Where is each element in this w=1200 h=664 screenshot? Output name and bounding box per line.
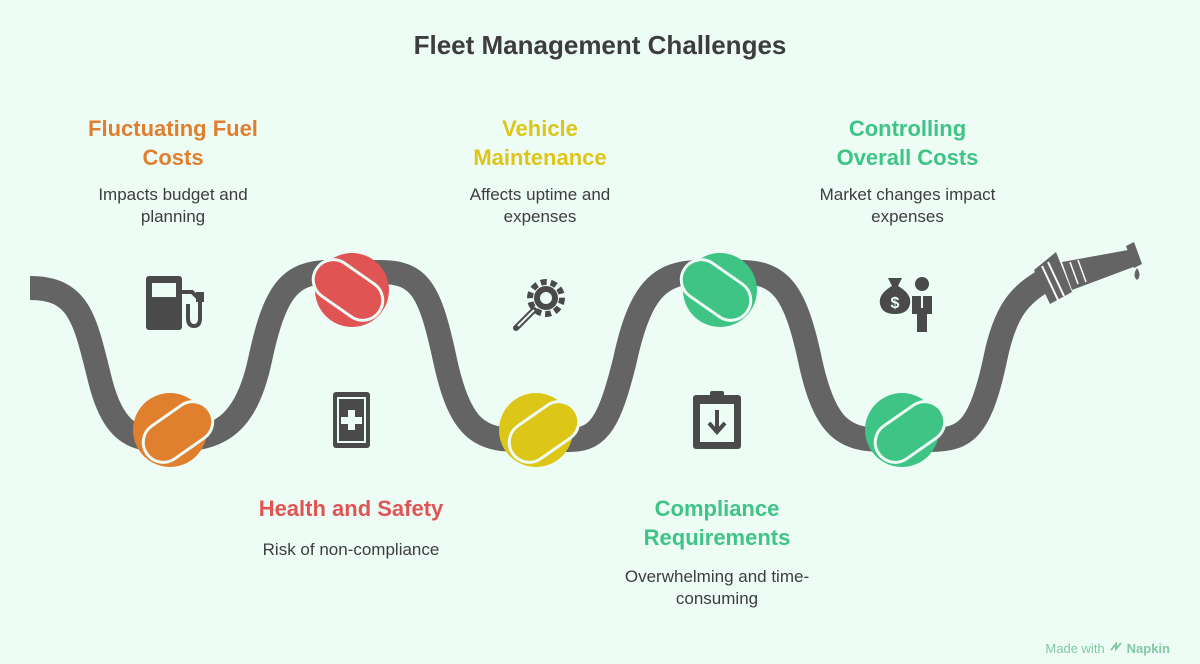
challenge-vehicle-maintenance: Vehicle Maintenance Affects uptime and e… xyxy=(430,114,650,228)
wrench-gear-icon xyxy=(513,279,565,331)
challenge-overall-costs: Controlling Overall Costs Market changes… xyxy=(795,114,1020,228)
nozzle-icon xyxy=(1034,242,1142,304)
challenge-heading: Health and Safety xyxy=(258,496,444,521)
challenge-heading: Fluctuating Fuel Costs xyxy=(88,116,258,170)
challenge-compliance: Compliance Requirements Overwhelming and… xyxy=(600,494,834,610)
page-title: Fleet Management Challenges xyxy=(413,30,787,60)
fuel-pump-icon xyxy=(146,276,204,330)
challenge-description: Market changes impact expenses xyxy=(819,185,996,226)
footer-brand: Napkin xyxy=(1126,641,1170,656)
footer-credit[interactable]: Made with Napkin xyxy=(1045,641,1170,656)
challenge-description: Overwhelming and time- consuming xyxy=(624,567,810,608)
knot-red xyxy=(311,253,389,327)
footer-prefix: Made with xyxy=(1045,641,1105,656)
challenge-fuel-costs: Fluctuating Fuel Costs Impacts budget an… xyxy=(63,114,283,228)
napkin-logo-icon xyxy=(1109,641,1122,656)
challenge-heading: Controlling Overall Costs xyxy=(836,116,979,170)
challenge-heading: Vehicle Maintenance xyxy=(473,116,607,170)
challenge-description: Affects uptime and expenses xyxy=(469,185,611,226)
knot-green-top xyxy=(679,253,757,327)
challenge-description: Impacts budget and planning xyxy=(98,185,248,226)
knot-green-bottom xyxy=(865,393,947,467)
challenge-description: Risk of non-compliance xyxy=(262,540,440,559)
knot-yellow xyxy=(499,393,581,467)
money-bag-person-icon: $ xyxy=(879,277,932,332)
svg-text:$: $ xyxy=(891,295,900,312)
clipboard-download-icon xyxy=(693,391,741,449)
knot-orange xyxy=(133,393,215,467)
first-aid-kit-icon xyxy=(333,392,370,448)
challenge-heading: Compliance Requirements xyxy=(643,496,791,550)
challenge-health-safety: Health and Safety Risk of non-compliance xyxy=(240,494,462,561)
